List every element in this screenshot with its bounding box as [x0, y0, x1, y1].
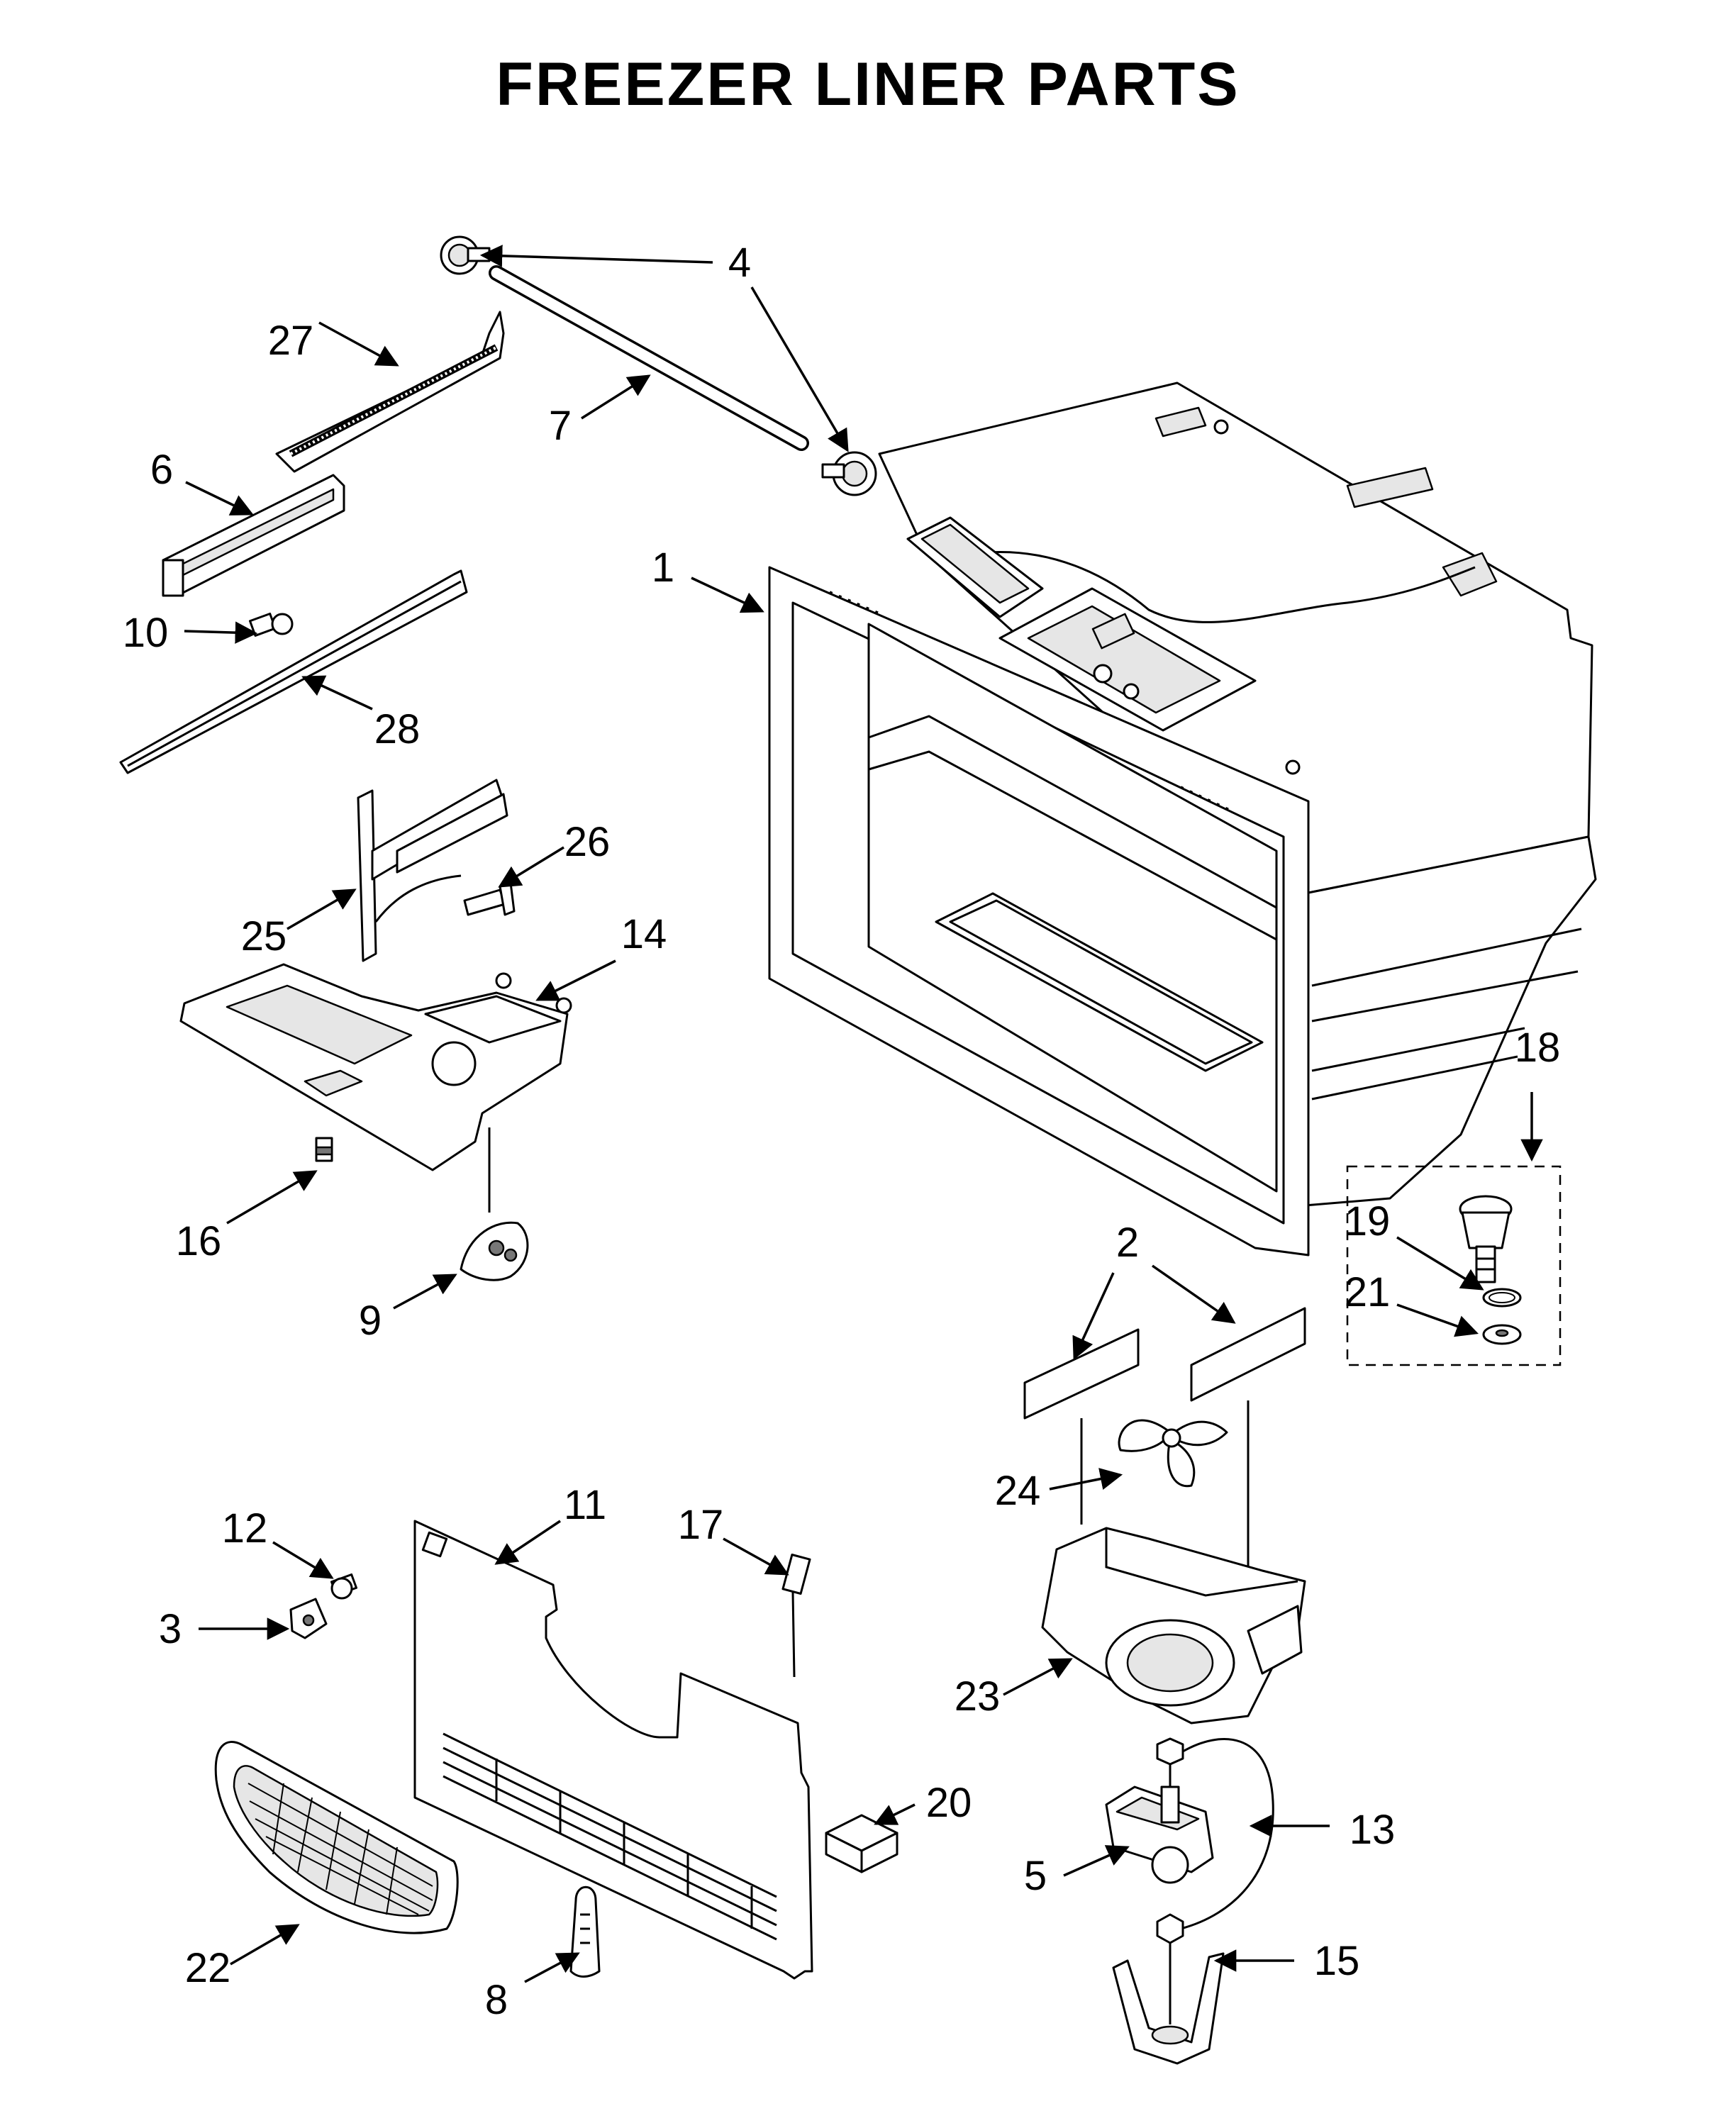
- callout-21: 21: [1345, 1269, 1391, 1315]
- callout-3: 3: [159, 1606, 182, 1652]
- push-pin: [463, 881, 516, 916]
- callout-18: 18: [1515, 1025, 1561, 1071]
- callout-20: 20: [926, 1780, 972, 1826]
- callout-8: 8: [485, 1977, 508, 2023]
- callout-12: 12: [222, 1505, 268, 1551]
- callout-7: 7: [549, 403, 572, 449]
- page-title: FREEZER LINER PARTS: [496, 50, 1240, 118]
- mounting-bracket-3: [289, 1598, 328, 1639]
- callout-4-top: 4: [728, 240, 751, 286]
- temperature-sensor: [781, 1553, 811, 1678]
- callout-9: 9: [359, 1298, 382, 1344]
- callout-labels: 4 27 7 6 1 10 28 26 25 14 18 19 2 16 21 …: [123, 240, 1561, 2023]
- callout-24: 24: [995, 1468, 1041, 1514]
- support-bracket: [357, 779, 508, 962]
- slide-bracket: [162, 474, 345, 597]
- damper: [460, 1221, 529, 1281]
- callout-2: 2: [1116, 1220, 1139, 1266]
- fan-motor-assembly: [1105, 1737, 1274, 2065]
- fan-housing: [1041, 1527, 1306, 1725]
- grille-mesh: [247, 1783, 433, 1915]
- gear-shaft-assembly: [440, 235, 877, 496]
- callout-23: 23: [955, 1673, 1001, 1720]
- vent-slots: [443, 1732, 777, 1941]
- callout-28: 28: [374, 706, 421, 752]
- gear-bottom: [821, 451, 877, 496]
- callout-19: 19: [1345, 1198, 1391, 1244]
- callout-1: 1: [652, 545, 674, 591]
- drain-fitting: [1459, 1195, 1513, 1283]
- callout-6: 6: [150, 447, 173, 493]
- callout-26: 26: [564, 819, 611, 865]
- callout-16: 16: [176, 1218, 222, 1264]
- callout-5: 5: [1024, 1853, 1047, 1899]
- leader-arrows: [184, 245, 1543, 1983]
- grille: [214, 1741, 459, 1934]
- callout-11: 11: [564, 1482, 606, 1528]
- grommet: [1482, 1324, 1522, 1345]
- clip-16: [315, 1137, 333, 1162]
- top-rail: [275, 311, 505, 473]
- callout-10: 10: [123, 610, 169, 656]
- callout-22: 22: [185, 1945, 231, 1991]
- screw-10: [248, 612, 294, 637]
- callout-13: 13: [1350, 1807, 1396, 1853]
- fan-blade: [1118, 1419, 1228, 1488]
- callout-14: 14: [621, 911, 667, 957]
- tray-housing: [179, 963, 572, 1213]
- gear-top: [440, 235, 491, 275]
- callout-25: 25: [241, 913, 287, 959]
- callout-15: 15: [1314, 1938, 1360, 1984]
- callout-27: 27: [268, 318, 314, 364]
- rear-cover-panel: [413, 1520, 813, 1980]
- foam-blocks: [1023, 1307, 1306, 1595]
- screw-12: [330, 1573, 358, 1600]
- freezer-liner: [768, 381, 1597, 1257]
- o-ring: [1482, 1288, 1522, 1308]
- slide-rail: [119, 569, 468, 774]
- foam-strip: [825, 1814, 898, 1873]
- kit-outline: [1346, 1165, 1562, 1366]
- clip-8: [569, 1885, 601, 1978]
- callout-17: 17: [678, 1502, 724, 1548]
